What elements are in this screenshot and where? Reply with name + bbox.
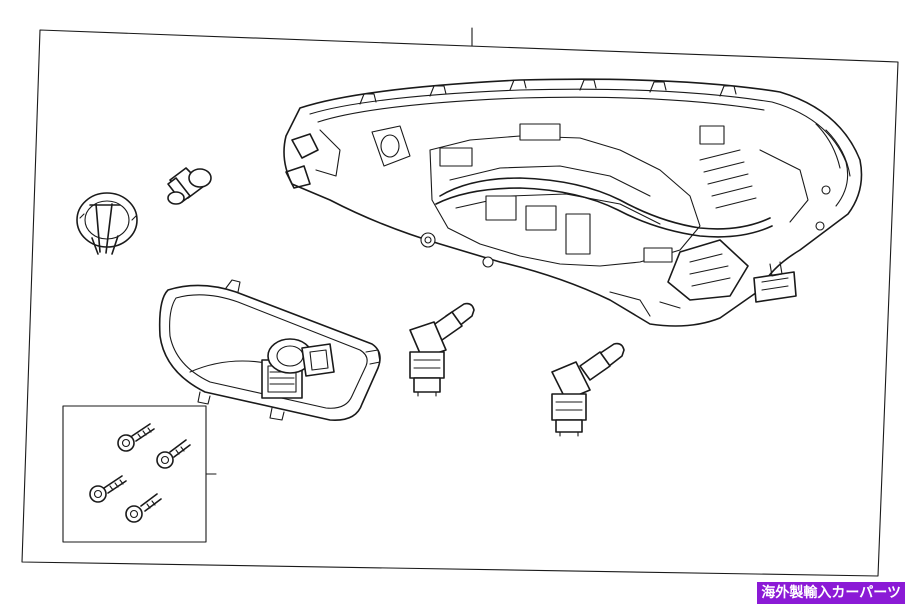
assembly-frame xyxy=(21,29,899,577)
halogen-bulb-2 xyxy=(551,342,625,437)
headlamp-housing xyxy=(283,78,863,327)
bulb-socket xyxy=(76,192,138,255)
screw-2 xyxy=(156,439,191,469)
halogen-bulb-1 xyxy=(409,302,475,397)
watermark-badge: 海外製輸入カーパーツ xyxy=(757,582,905,604)
screw-1 xyxy=(117,423,155,452)
reflector-housing xyxy=(158,279,381,421)
screw-kit-box xyxy=(62,405,217,543)
screw-3 xyxy=(89,475,127,503)
small-bulb xyxy=(167,167,212,205)
screw-4 xyxy=(125,493,162,523)
